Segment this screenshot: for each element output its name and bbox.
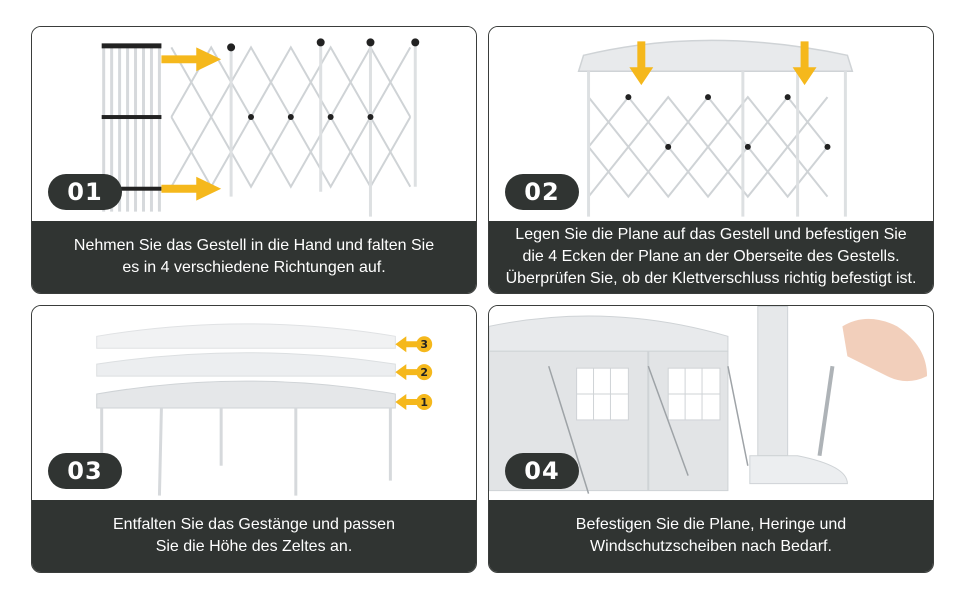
step-number-badge: 01 [48,174,122,210]
level-3-label: 3 [420,338,428,351]
height-adjust-illustration: 3 2 1 [96,323,433,496]
step-caption: Nehmen Sie das Gestell in die Hand und f… [32,221,476,293]
step-caption: Befestigen Sie die Plane, Heringe und Wi… [489,500,933,572]
canopy-on-frame-illustration [577,39,854,217]
step-caption: Legen Sie die Plane auf das Gestell und … [489,221,933,293]
step-card-3: 3 2 1 03 Entfalten Sie das Gestänge und … [31,305,477,573]
step-number-badge: 02 [505,174,579,210]
step-2-image: 02 [489,27,933,223]
sidewalls-and-pegs-illustration [489,306,928,494]
step-caption: Entfalten Sie das Gestänge und passen Si… [32,500,476,572]
folded-frame-illustration [101,38,420,217]
level-2-label: 2 [420,366,428,379]
step-4-image: 04 [489,306,933,502]
step-3-image: 3 2 1 03 [32,306,476,502]
step-number-badge: 04 [505,453,579,489]
step-number-badge: 03 [48,453,122,489]
step-1-image: 01 [32,27,476,223]
level-1-label: 1 [420,396,428,409]
step-card-4: 04 Befestigen Sie die Plane, Heringe und… [488,305,934,573]
step-card-2: 02 Legen Sie die Plane auf das Gestell u… [488,26,934,294]
step-card-1: 01 Nehmen Sie das Gestell in die Hand un… [31,26,477,294]
